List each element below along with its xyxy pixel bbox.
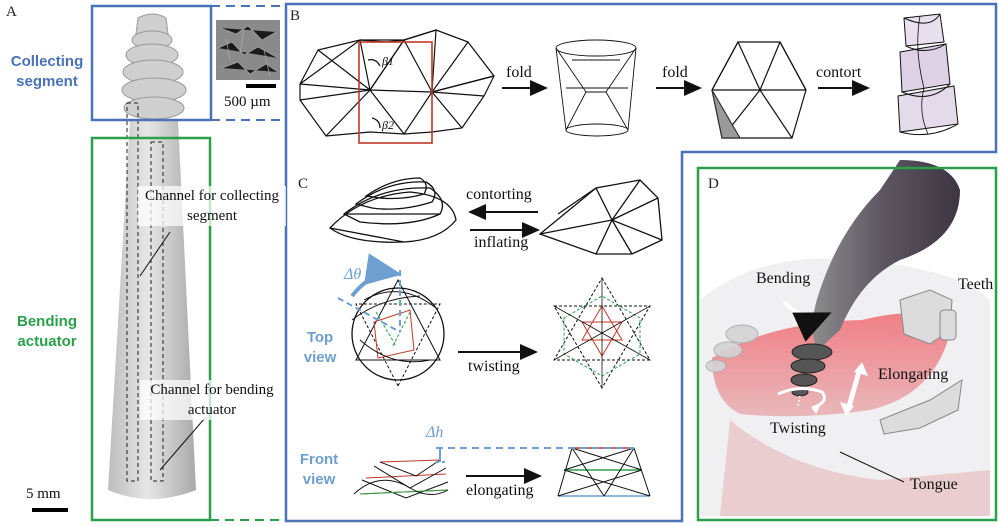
panel-letter-b: B: [290, 8, 301, 24]
scale-label-5mm: 5 mm: [26, 486, 61, 502]
bending-frame: [90, 136, 212, 522]
callout-bending-channel: Channel for bending actuator: [140, 380, 284, 420]
panel-c-graphics: [329, 177, 663, 499]
panel-letter-a: A: [6, 4, 17, 20]
scale-label-500um: 500 µm: [224, 94, 271, 110]
fold-label-2: fold: [662, 64, 688, 81]
probe-body: [108, 120, 196, 499]
beta2-label: β2: [382, 118, 394, 132]
fold-label-1: fold: [506, 64, 532, 81]
tongue-shape: [712, 313, 948, 417]
twisting-label-d: Twisting: [770, 420, 826, 437]
collecting-segment-label: Collecting segment: [10, 53, 84, 90]
callout-collecting-channel: Channel for collecting segment: [138, 186, 286, 226]
top-view-label: Top view: [303, 329, 337, 366]
collecting-tip: [121, 13, 187, 120]
delta-theta-label: Δθ: [344, 266, 362, 283]
spiral-collector: [790, 343, 833, 407]
delta-h-label: Δh: [426, 424, 444, 441]
panel-d-graphics: [696, 160, 998, 522]
panel-b-graphics: [299, 13, 959, 144]
bending-label-d: Bending: [756, 270, 811, 287]
contort-label: contort: [816, 64, 862, 81]
contorting-label: contorting: [466, 186, 532, 203]
bending-actuator-label: Bending actuator: [17, 313, 77, 350]
beta1-label: β1: [382, 54, 394, 68]
scale-bar-5mm: [32, 508, 68, 512]
panel-c-annotations: [337, 253, 634, 463]
panel-d-frame: [696, 166, 998, 522]
teeth-shape: [879, 289, 963, 435]
panel-letter-d: D: [708, 176, 719, 192]
arm-shape: [812, 160, 960, 350]
twisting-label: twisting: [468, 358, 520, 375]
panel-letter-c: C: [298, 176, 309, 192]
scale-bar-500um: [246, 84, 276, 88]
elongating-label-c: elongating: [466, 482, 534, 499]
panel-bc-frame: [284, 2, 998, 523]
inflating-label: inflating: [474, 234, 529, 251]
elongating-label-d: Elongating: [878, 366, 949, 383]
tongue-label: Tongue: [910, 476, 958, 493]
teeth-label: Teeth: [958, 276, 994, 293]
collecting-frame: [90, 4, 213, 122]
front-view-label: Front view: [299, 451, 339, 488]
